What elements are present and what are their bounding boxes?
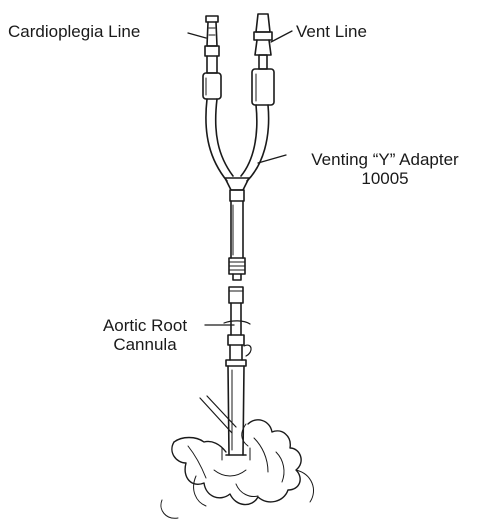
suture-lines	[200, 396, 236, 433]
venting-adapter-name: Venting “Y” Adapter	[288, 150, 482, 169]
aortic-root-text: Aortic Root	[86, 316, 204, 335]
aortic-root-cannula	[224, 287, 251, 455]
left-tube	[206, 99, 233, 181]
cannula-text: Cannula	[86, 335, 204, 354]
venting-adapter-code: 10005	[288, 169, 482, 188]
y-junction	[225, 178, 249, 258]
vent-line-connector	[252, 14, 274, 105]
vent-line-label: Vent Line	[296, 22, 367, 41]
venting-adapter-label: Venting “Y” Adapter 10005	[288, 150, 482, 188]
aortic-root-cannula-label: Aortic Root Cannula	[86, 316, 204, 354]
luer-connector	[229, 258, 245, 280]
cardioplegia-connector	[203, 16, 221, 99]
right-tube	[241, 105, 269, 181]
cardioplegia-line-label: Cardioplegia Line	[8, 22, 140, 41]
heart-sketch	[161, 420, 314, 518]
